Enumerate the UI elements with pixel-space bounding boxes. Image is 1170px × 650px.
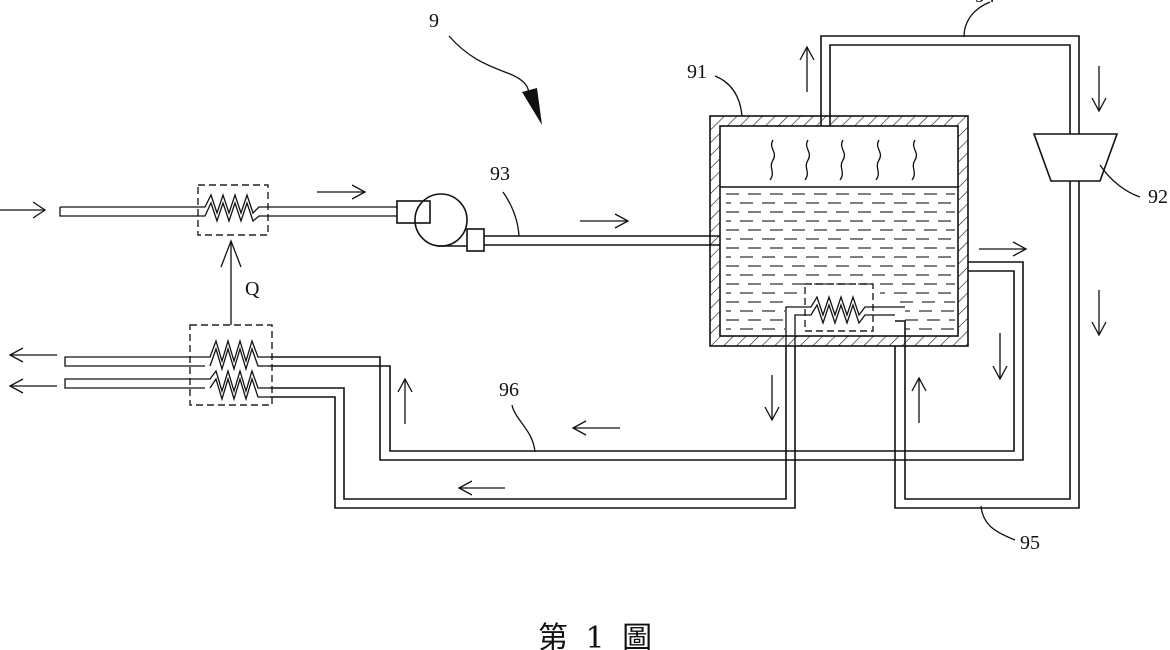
flow-arrow-right-icon (580, 213, 630, 229)
recovery-exchanger-box (189, 324, 273, 406)
system-arrowhead-icon (522, 88, 542, 125)
label-system: 9 (429, 10, 439, 32)
label-outlet-pipe: 96 (499, 379, 519, 401)
return-pipe-leader-line (980, 505, 1016, 541)
flow-arrow-left-icon (571, 420, 620, 436)
flow-arrow-right-icon (317, 184, 367, 200)
label-compressor: 92 (1148, 186, 1168, 208)
pump-body (414, 193, 468, 247)
inlet-pipe-upper (60, 192, 397, 216)
flow-arrows (0, 45, 1107, 496)
tank-coil-upper (785, 294, 905, 346)
tank-coil-exchanger (785, 283, 905, 346)
coil-outlet-pipe (270, 346, 796, 509)
pump-outlet-housing (466, 228, 485, 252)
figure-caption: 第 1 圖 (538, 621, 656, 650)
recovery-exchanger (64, 324, 273, 406)
label-inlet-pipe: 93 (490, 163, 510, 185)
pump (396, 193, 485, 252)
flow-arrow-down-icon (992, 333, 1008, 381)
label-return-pipe: 95 (1020, 532, 1040, 554)
flow-arrow-down-icon (764, 375, 780, 422)
flow-arrow-up-icon (397, 377, 413, 424)
flow-arrow-left-icon (8, 347, 57, 363)
label-vapor-pipe: 94 (975, 0, 995, 7)
tank-leader-line (714, 75, 743, 117)
recovery-coil-upper-a (64, 338, 270, 367)
preheater (59, 184, 397, 236)
label-tank: 91 (687, 61, 707, 83)
flow-arrow-up-icon (799, 45, 815, 92)
compressor-body (1032, 133, 1119, 182)
pump-inlet-housing (396, 200, 431, 224)
inlet-pipe-leader-line (502, 191, 520, 237)
recovery-coil-lower-b (209, 376, 270, 402)
tank: 91 (687, 61, 969, 347)
label-heat-transfer: Q (245, 278, 260, 300)
flow-arrow-left-icon (8, 378, 57, 394)
flow-arrow-down-icon (1091, 290, 1107, 337)
vapor-pipe-leader-line (963, 1, 991, 38)
recovery-coil-upper-b (209, 346, 270, 372)
system-callout: 9 (429, 10, 542, 125)
recovery-coil-lower-a (64, 368, 270, 394)
outlet-pipe: 96 (270, 261, 1024, 461)
tank-coil-lower (794, 302, 895, 346)
flow-arrow-right-icon (979, 241, 1028, 257)
flow-arrow-left-icon (457, 480, 505, 496)
heat-transfer-arrowhead-icon (220, 239, 242, 268)
tank-inner-wall (719, 125, 959, 337)
return-pipe: 95 (894, 181, 1080, 554)
outlet-pipe-leader-line (511, 404, 536, 453)
vapor-waves (769, 139, 918, 181)
flow-arrow-down-icon (1091, 66, 1107, 113)
flow-arrow-right-icon (0, 201, 47, 219)
inlet-pipe-lower (59, 200, 397, 224)
heat-transfer: Q (220, 239, 260, 325)
system-leader-line (448, 35, 530, 96)
tank-outer-wall (709, 115, 969, 347)
compressor-leader-line (1099, 164, 1141, 198)
liquid-body (726, 193, 955, 330)
vapor-pipe: 94 (820, 0, 1080, 134)
compressor: 92 (1032, 133, 1168, 208)
inlet-pipe: 93 (484, 163, 720, 246)
preheater-box (197, 184, 269, 236)
flow-arrow-up-icon (911, 376, 927, 423)
